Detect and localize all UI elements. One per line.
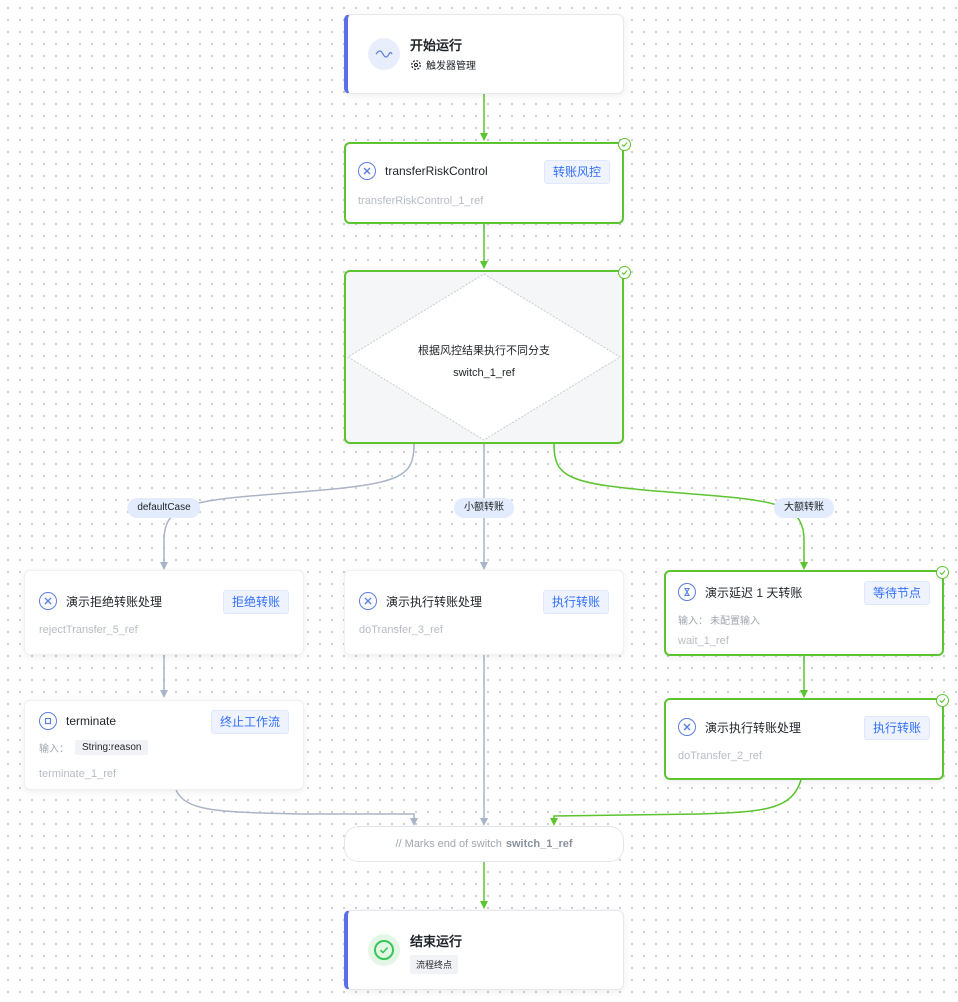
terminate-icon: [39, 712, 57, 730]
task-type-tag: 执行转账: [863, 716, 930, 740]
switch-end-ref: switch_1_ref: [505, 838, 573, 850]
start-node[interactable]: 开始运行 触发器管理: [344, 14, 624, 94]
case-label-default[interactable]: defaultCase: [127, 498, 201, 518]
gear-icon: [411, 59, 421, 70]
input-label: 输入：: [39, 744, 69, 755]
task-node-terminate[interactable]: terminate 终止工作流 输入： String:reason termin…: [24, 700, 304, 790]
switch-ref: switch_1_ref: [453, 367, 515, 379]
task-ref: doTransfer_3_ref: [359, 624, 443, 636]
trigger-manager-label: 触发器管理: [426, 61, 476, 72]
input-value-chip: String:reason: [75, 740, 149, 755]
task-node-transfer-risk-control[interactable]: transferRiskControl 转账风控 transferRiskCon…: [344, 138, 631, 224]
tools-icon: [678, 718, 696, 736]
edge-dotransfer2-end: [550, 779, 802, 826]
task-name: 演示拒绝转账处理: [66, 594, 163, 609]
task-name: 演示执行转账处理: [705, 720, 802, 735]
tools-icon: [39, 592, 57, 610]
input-value: 未配置输入: [710, 616, 760, 627]
task-ref: rejectTransfer_5_ref: [39, 624, 138, 636]
task-node-wait[interactable]: 演示延迟 1 天转账 等待节点 输入： 未配置输入 wait_1_ref: [664, 566, 949, 656]
status-check-icon: [936, 566, 949, 579]
switch-label: 根据风控结果执行不同分支: [418, 345, 550, 357]
status-check-icon: [618, 138, 631, 151]
edge-terminate-end: [175, 789, 418, 826]
task-type-tag: 终止工作流: [210, 710, 289, 734]
task-ref: transferRiskControl_1_ref: [358, 195, 484, 207]
task-type-tag: 转账风控: [543, 160, 610, 184]
task-type-tag: 拒绝转账: [222, 590, 289, 614]
switch-end-prefix: // Marks end of switch: [395, 838, 502, 850]
edge-switch-default: [160, 443, 415, 570]
case-label-small-transfer[interactable]: 小额转账: [454, 498, 514, 518]
input-label: 输入：: [678, 616, 708, 627]
switch-node[interactable]: 根据风控结果执行不同分支 switch_1_ref: [344, 266, 631, 444]
task-node-do-transfer-3[interactable]: 演示执行转账处理 执行转账 doTransfer_3_ref: [344, 570, 624, 655]
task-ref: terminate_1_ref: [39, 768, 117, 780]
tools-icon: [359, 592, 377, 610]
start-title: 开始运行: [410, 38, 463, 53]
check-circle-icon: [374, 940, 394, 960]
edge-switch-large: [553, 443, 808, 570]
trigger-manager-link[interactable]: 触发器管理: [410, 57, 476, 72]
switch-end-marker[interactable]: // Marks end of switch switch_1_ref: [344, 826, 624, 862]
task-type-tag: 执行转账: [542, 590, 609, 614]
task-input-row: 输入： 未配置输入: [678, 612, 760, 627]
task-ref: doTransfer_2_ref: [678, 750, 762, 762]
status-check-icon: [618, 266, 631, 279]
end-title: 结束运行: [410, 934, 463, 949]
task-name: 演示执行转账处理: [386, 594, 483, 609]
hourglass-icon: [678, 583, 696, 601]
end-icon: [368, 934, 400, 966]
task-node-reject-transfer[interactable]: 演示拒绝转账处理 拒绝转账 rejectTransfer_5_ref: [24, 570, 304, 655]
end-subtitle-badge: 流程终点: [410, 955, 459, 974]
task-ref: wait_1_ref: [678, 635, 729, 647]
decision-diamond: [347, 273, 621, 441]
task-name: terminate: [66, 714, 117, 728]
task-name: transferRiskControl: [385, 164, 488, 178]
task-input-row: 输入： String:reason: [39, 740, 149, 755]
case-label-large-transfer[interactable]: 大额转账: [774, 498, 834, 518]
task-type-tag: 等待节点: [863, 581, 930, 605]
tools-icon: [358, 162, 376, 180]
task-name: 演示延迟 1 天转账: [705, 585, 803, 600]
status-check-icon: [936, 694, 949, 707]
task-node-do-transfer-2[interactable]: 演示执行转账处理 执行转账 doTransfer_2_ref: [664, 694, 949, 780]
end-node[interactable]: 结束运行 流程终点: [344, 910, 624, 990]
start-icon: [368, 38, 400, 70]
